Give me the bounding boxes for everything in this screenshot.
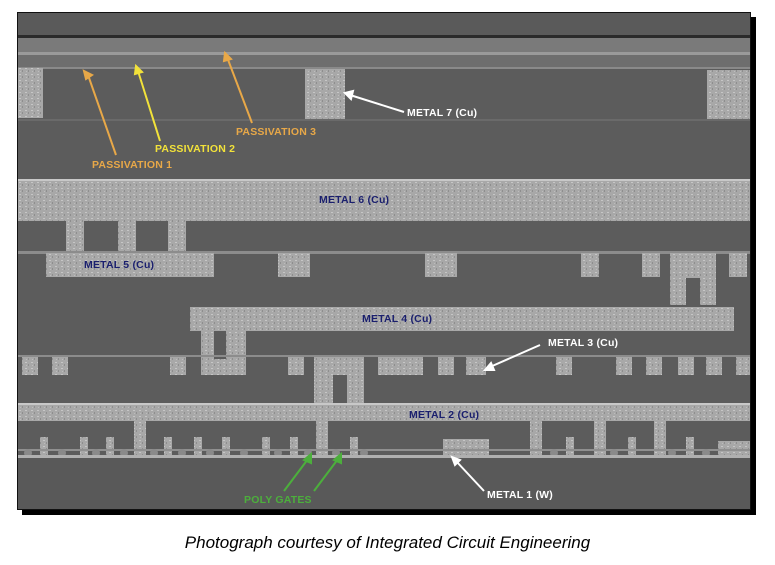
label-metal-7: METAL 7 (Cu): [407, 107, 478, 119]
photo-caption: Photograph courtesy of Integrated Circui…: [184, 533, 591, 552]
cross-section-photo: PASSIVATION 3 PASSIVATION 2 PASSIVATION …: [17, 12, 751, 510]
label-poly-gates: POLY GATES: [244, 494, 312, 506]
label-passivation-3: PASSIVATION 3: [236, 126, 317, 138]
chip-cross-section-image: [18, 13, 750, 509]
label-metal-4: METAL 4 (Cu): [362, 313, 433, 325]
label-metal-3: METAL 3 (Cu): [548, 337, 619, 349]
label-metal-2: METAL 2 (Cu): [409, 409, 480, 421]
label-metal-1: METAL 1 (W): [487, 489, 553, 501]
label-metal-5: METAL 5 (Cu): [84, 259, 155, 271]
label-passivation-2: PASSIVATION 2: [155, 143, 236, 155]
label-metal-6: METAL 6 (Cu): [319, 194, 390, 206]
label-passivation-1: PASSIVATION 1: [92, 159, 173, 171]
